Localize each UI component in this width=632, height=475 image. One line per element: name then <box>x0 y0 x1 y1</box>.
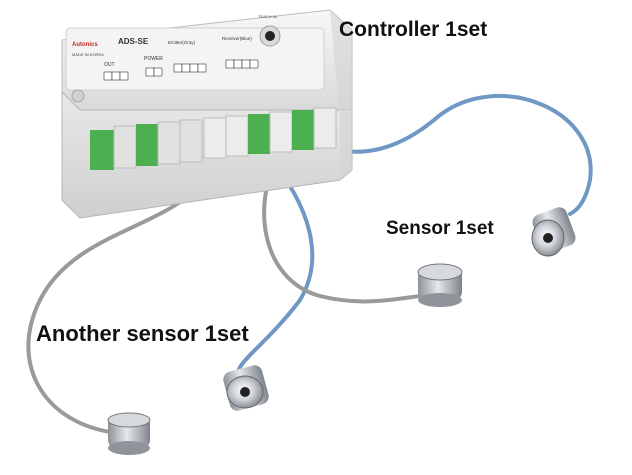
front-label-panel <box>65 27 325 91</box>
emitter-text: Emitter(Gray) <box>168 40 196 45</box>
power-text: POWER <box>144 56 163 62</box>
mounting-hole <box>71 89 85 103</box>
sensor-left-bottom <box>107 412 151 455</box>
out-text: OUT <box>104 62 115 68</box>
sensor-middle-bottom <box>223 365 269 411</box>
terminal-number-boxes <box>103 59 259 81</box>
teach-in-text: TEACH IN <box>258 14 277 19</box>
model-text: ADS-SE <box>118 37 149 46</box>
controller-label: Controller 1set <box>339 18 488 41</box>
controller-side <box>330 10 352 180</box>
controller-unit: Autonics ADS-SE MADE IN KOREA TEACH IN O… <box>61 9 353 219</box>
terminal-block-icon <box>90 107 337 170</box>
sensor-head-icon <box>107 207 576 455</box>
sensor-middle-right <box>417 263 463 307</box>
receiver-text: Receiver(Blue) <box>222 36 252 41</box>
another-sensor-label: Another sensor 1set <box>36 321 249 346</box>
brand-text: Autonics <box>72 42 98 48</box>
made-in-text: MADE IN KOREA <box>72 52 104 57</box>
sensor-right <box>531 207 576 257</box>
gray-cable-middle <box>262 148 422 304</box>
blue-cable-right <box>320 94 593 216</box>
sensor-label: Sensor 1set <box>386 218 494 239</box>
